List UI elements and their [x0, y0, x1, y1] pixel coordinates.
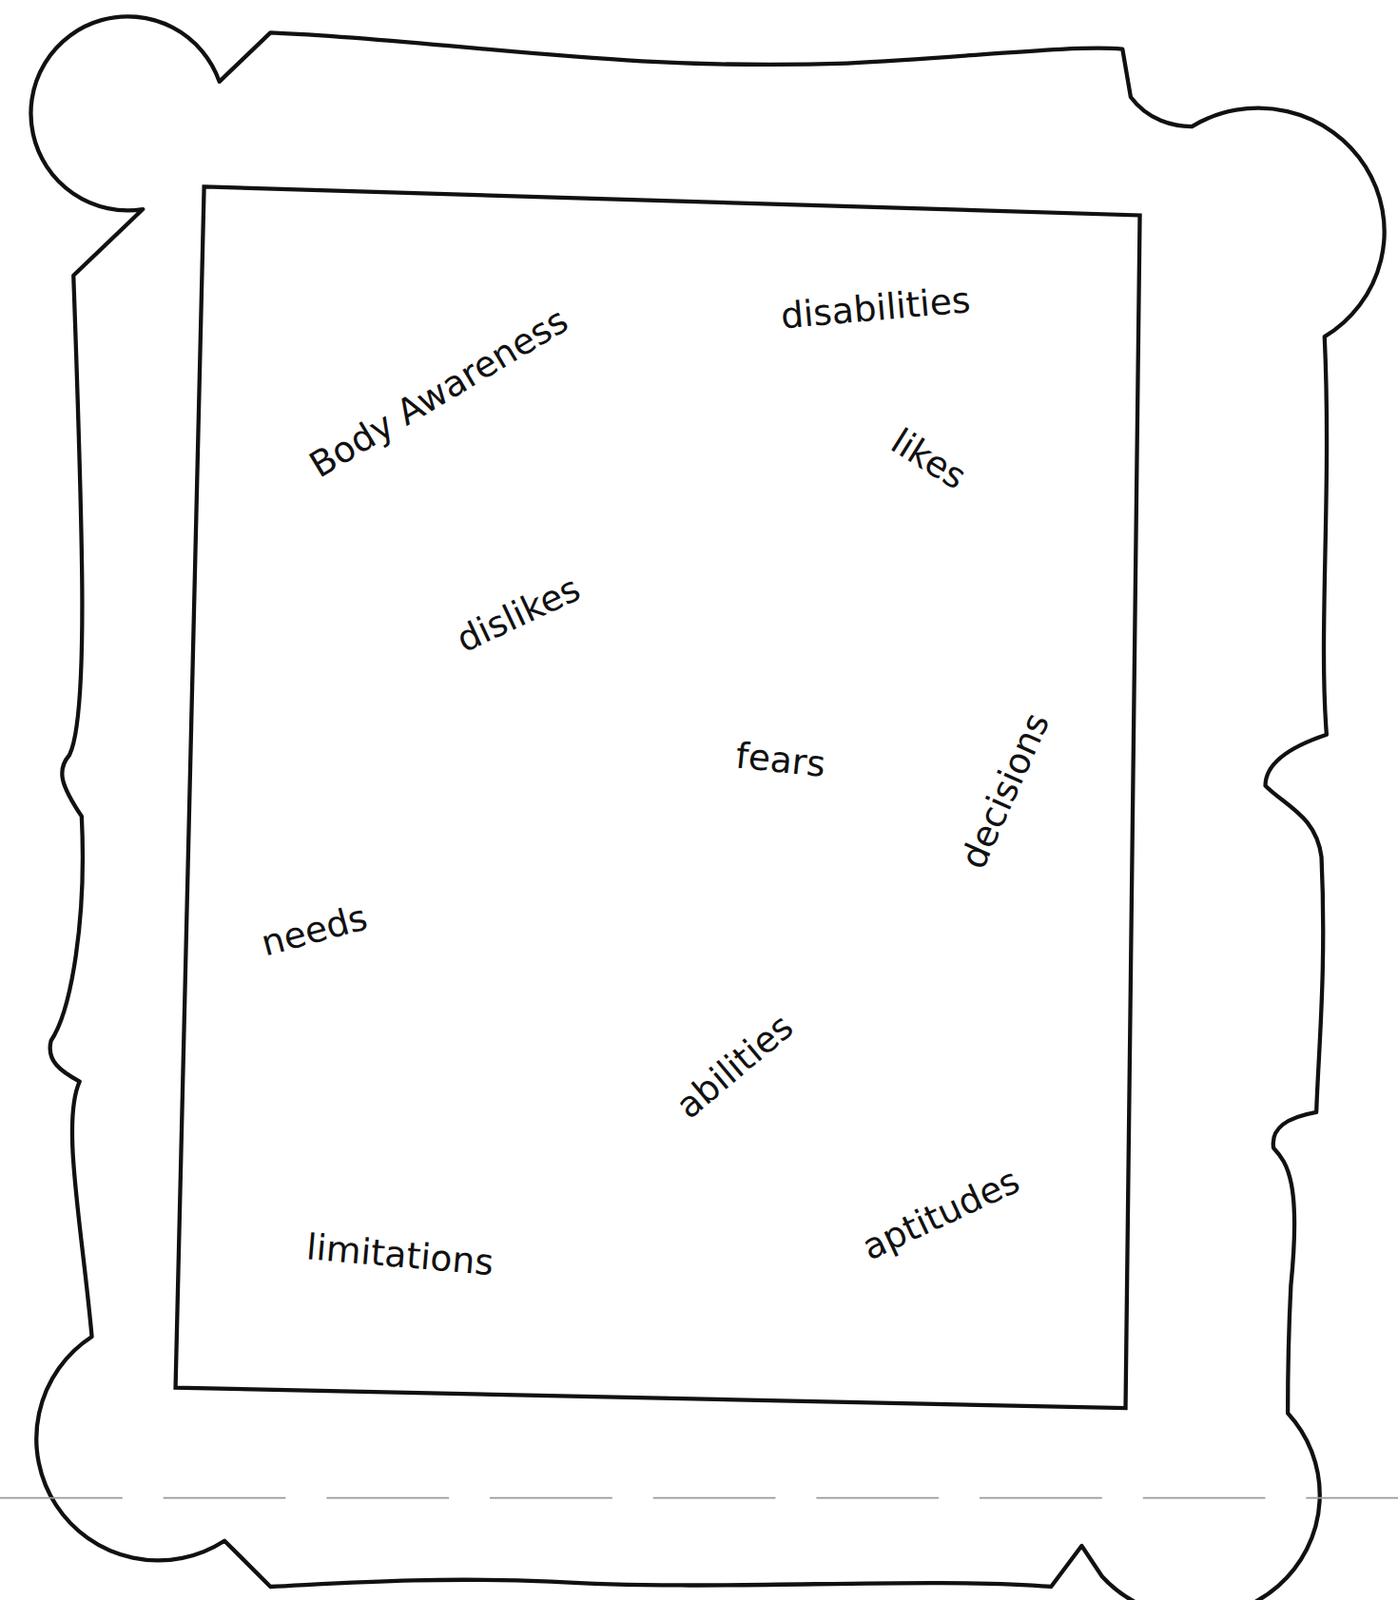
word-holder: fears — [734, 736, 828, 785]
word-holder: needs — [256, 897, 371, 964]
word-holder: abilities — [668, 1007, 800, 1127]
word-holder: limitations — [305, 1227, 496, 1283]
frame-word: aptitudes — [855, 1161, 1026, 1268]
frame-word: abilities — [668, 1007, 800, 1127]
inner-rectangle — [175, 186, 1141, 1409]
word-holder: likes — [884, 421, 973, 498]
frame-word: likes — [884, 421, 973, 498]
frame-word: Body Awareness — [303, 300, 576, 486]
scan-line — [0, 1497, 1398, 1500]
word-holder: dislikes — [450, 568, 586, 661]
frame-word: decisions — [953, 707, 1058, 875]
frame-word: fears — [734, 736, 828, 785]
frame-word: dislikes — [450, 568, 586, 661]
frame-word: needs — [256, 897, 371, 964]
word-holder: disabilities — [778, 280, 972, 337]
word-holder: decisions — [953, 707, 1058, 875]
frame-outline — [30, 16, 1384, 1600]
word-holder: aptitudes — [855, 1161, 1026, 1268]
frame-word: disabilities — [778, 280, 972, 337]
word-holder: Body Awareness — [303, 300, 576, 486]
frame-word: limitations — [305, 1227, 496, 1283]
